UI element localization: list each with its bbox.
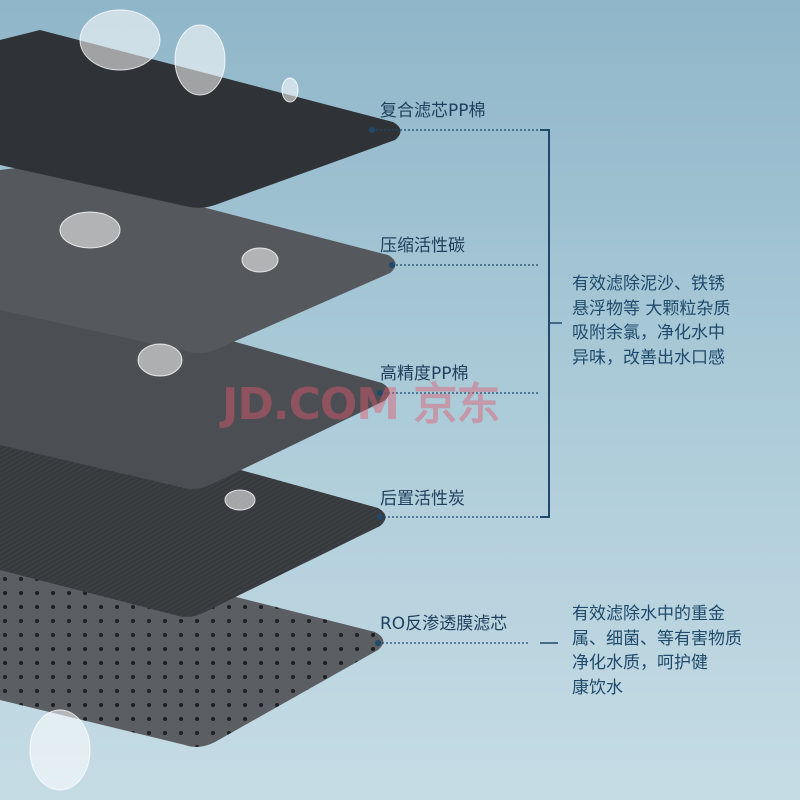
desc-line: 有效滤除水中的重金 [572, 604, 725, 624]
desc-line: 净化水质，呵护健 [572, 653, 708, 673]
plate-4 [0, 420, 386, 617]
layer-label-5: RO反渗透膜滤芯 [380, 614, 508, 634]
desc-line: 有效滤除泥沙、铁锈 [572, 274, 725, 294]
plate-1 [0, 30, 401, 208]
layer-label-4: 后置活性炭 [380, 489, 465, 509]
pre-filter-description: 有效滤除泥沙、铁锈 悬浮物等 大颗粒杂质 吸附余氯，净化水中 异味，改善出水口感 [572, 272, 730, 370]
layer-label-2: 压缩活性碳 [380, 236, 465, 256]
layer-label-3: 高精度PP棉 [380, 364, 469, 384]
plate-2 [0, 165, 396, 354]
ro-filter-description: 有效滤除水中的重金 属、细菌、等有害物质 净化水质，呵护健 康饮水 [572, 602, 742, 700]
water-splash [29, 9, 299, 791]
desc-line: 异味，改善出水口感 [572, 347, 725, 368]
plate-3 [0, 290, 390, 490]
desc-line: 康饮水 [572, 677, 623, 698]
desc-line: 吸附余氯，净化水中 [572, 323, 725, 343]
desc-line: 悬浮物等 大颗粒杂质 [572, 298, 731, 319]
watermark: JD.COM 京东 [222, 379, 500, 430]
leader-lines [372, 129, 562, 644]
leader-dots [369, 127, 395, 646]
layer-label-1: 复合滤芯PP棉 [380, 101, 486, 121]
plate-5 [0, 545, 384, 747]
desc-line: 属、细菌、等有害物质 [572, 628, 742, 649]
